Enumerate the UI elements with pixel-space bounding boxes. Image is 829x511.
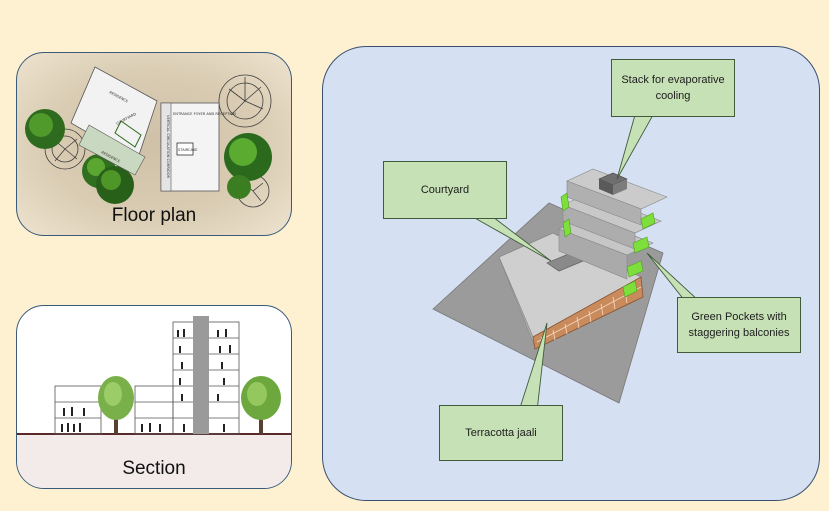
model-panel: Stack for evaporative cooling Courtyard … (322, 46, 820, 501)
section-caption: Section (122, 458, 186, 479)
section-drawing (17, 316, 291, 488)
people-icon (61, 329, 231, 432)
cooling-stack (598, 172, 628, 195)
plan-label-corridor: VERTICAL CIRCULATION CORRIDOR (166, 115, 170, 179)
plan-label-staircase: STAIRCASE (178, 148, 198, 152)
floor-plan-building (70, 66, 220, 192)
callout-green-pockets: Green Pockets with staggering balconies (677, 297, 801, 353)
tree-canopy-icon (25, 109, 272, 204)
callout-courtyard: Courtyard (383, 161, 507, 219)
tower-slabs (558, 168, 668, 280)
callout-stack: Stack for evaporative cooling (611, 59, 735, 117)
green-balconies (560, 192, 656, 298)
stack-shaft (193, 316, 209, 434)
floor-plan-panel: ENTRANCE FOYER AND RECEPTION STAIRCASE V… (16, 52, 292, 236)
ground-strip (17, 434, 291, 488)
floor-plan-caption: Floor plan (111, 205, 197, 226)
tree-icon (98, 376, 281, 434)
plan-label-entrance: ENTRANCE FOYER AND RECEPTION (173, 112, 236, 116)
callout-terracotta: Terracotta jaali (439, 405, 563, 461)
callout-pointers (471, 114, 701, 412)
terracotta-jaali-wall (532, 276, 644, 350)
section-panel: Section (16, 305, 292, 489)
floor-plan-drawing: ENTRANCE FOYER AND RECEPTION STAIRCASE V… (25, 66, 272, 208)
section-building (54, 321, 240, 435)
model-drawing (432, 114, 701, 412)
